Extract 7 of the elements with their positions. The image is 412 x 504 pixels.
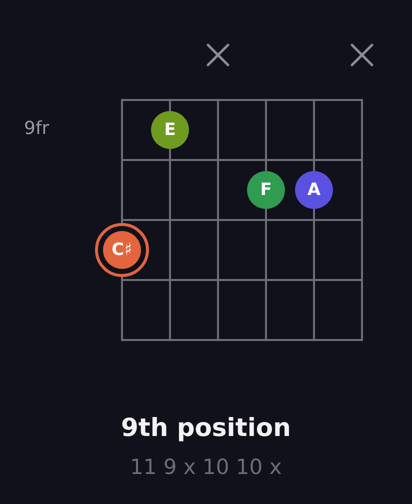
note-dot: F [247, 171, 285, 209]
fret-number-label: 9fr [24, 119, 50, 140]
note-dot: A [295, 171, 333, 209]
fingering-caption: 11 9 x 10 10 x [130, 455, 282, 480]
position-title: 9th position [121, 414, 291, 443]
ringed-note-dot: C♯ [95, 223, 149, 277]
note-dot: E [151, 111, 189, 149]
